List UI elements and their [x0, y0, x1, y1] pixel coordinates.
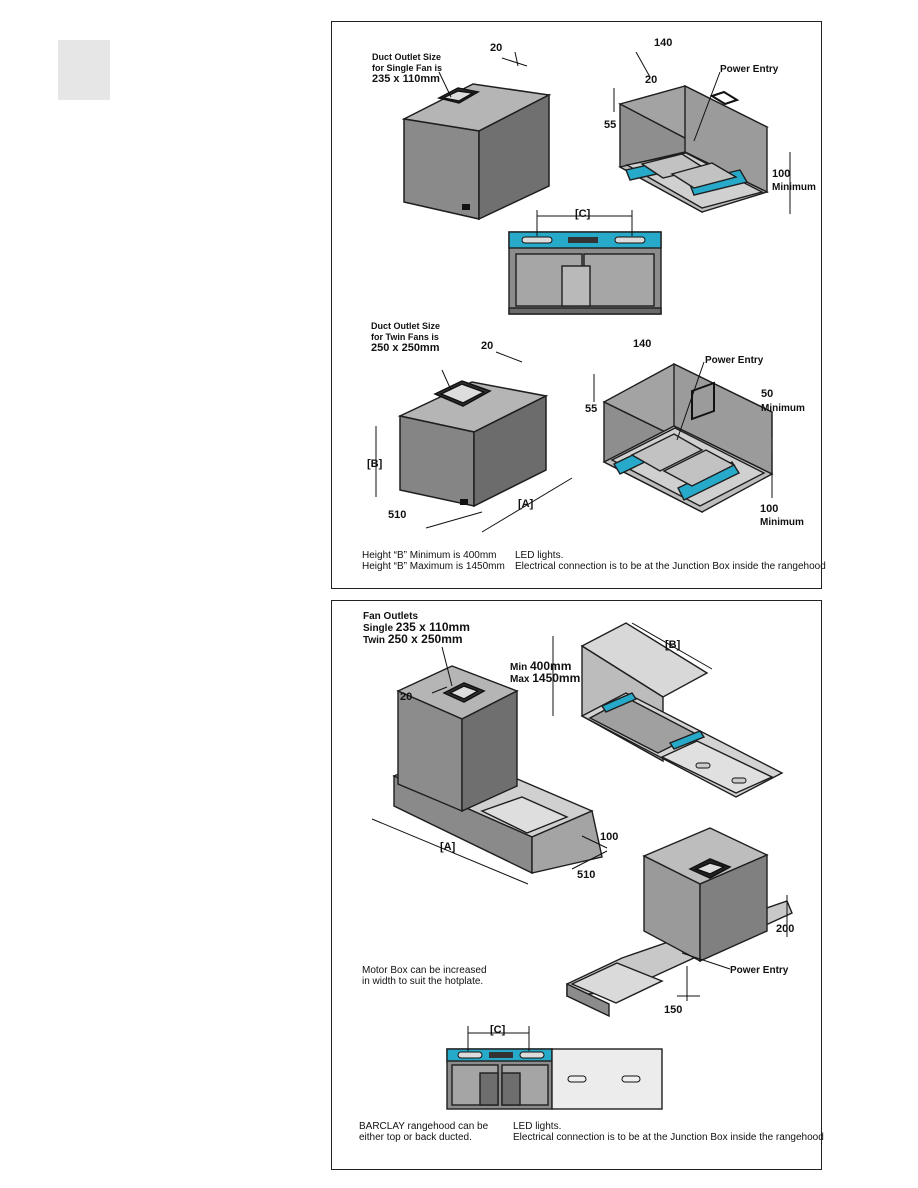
minimum-label-single: Minimum	[772, 182, 816, 193]
panel-1-drawing	[375, 51, 791, 533]
barclay-top-ducted-unit	[392, 665, 603, 875]
installation-diagram-panel-1: Duct Outlet Size for Single Fan is 235 x…	[331, 21, 826, 589]
dim-20-top: 20	[400, 691, 413, 703]
dim-b-back: [B]	[665, 639, 681, 651]
single-duct-outlet	[436, 87, 481, 104]
junction-label-icon	[462, 204, 470, 210]
single-fan-front-view	[508, 231, 662, 315]
power-entry-cutout-icon	[709, 90, 740, 106]
dim-20-twin: 20	[481, 340, 494, 352]
power-entry-label-single: Power Entry	[720, 64, 779, 75]
dim-510-twin: 510	[388, 509, 407, 521]
led-electrical-note-2: LED lights. Electrical connection is to …	[513, 1121, 824, 1143]
dim-55-twin: 55	[585, 403, 598, 415]
dim-510-top: 510	[577, 869, 596, 881]
dim-150-side: 150	[664, 1004, 683, 1016]
installation-diagram-panel-2: Fan Outlets Single 235 x 110mm Twin 250 …	[331, 600, 824, 1170]
duct-outlet-twin-label: Duct Outlet Size for Twin Fans is 250 x …	[371, 321, 441, 354]
top-fan-outlet	[442, 682, 486, 703]
dim-b-twin: [B]	[367, 458, 383, 470]
single-fan-hood-underside	[618, 84, 769, 214]
dim-100-twin: 100	[760, 503, 779, 515]
dim-100-top: 100	[600, 831, 619, 843]
single-fan-motor-box	[401, 83, 552, 221]
panel-2-drawing	[371, 622, 793, 1110]
power-entry-label-side: Power Entry	[730, 965, 789, 976]
dim-140-twin: 140	[633, 338, 652, 350]
barclay-duct-note: BARCLAY rangehood can be either top or b…	[359, 1121, 489, 1143]
minimum-label-100: Minimum	[760, 517, 804, 528]
duct-outlet-single-label: Duct Outlet Size for Single Fan is 235 x…	[372, 52, 443, 85]
twin-duct-outlet	[433, 380, 492, 407]
dim-a-top: [A]	[440, 841, 456, 853]
barclay-back-ducted-underside	[580, 622, 784, 798]
dim-55-single: 55	[604, 119, 617, 131]
power-entry-label-twin: Power Entry	[705, 355, 764, 366]
dim-100-single: 100	[772, 168, 791, 180]
dim-140-single: 140	[654, 37, 673, 49]
led-electrical-note: LED lights. Electrical connection is to …	[515, 550, 826, 572]
control-panel-icon	[568, 237, 598, 243]
motor-box-note: Motor Box can be increased in width to s…	[362, 965, 487, 987]
height-note: Height “B” Minimum is 400mm Height “B” M…	[362, 550, 505, 572]
min-max-height-label: Min 400mm Max 1450mm	[510, 659, 581, 685]
dim-a-twin: [A]	[518, 498, 534, 510]
dim-c-front: [C]	[490, 1024, 506, 1036]
dim-20-hood: 20	[645, 74, 658, 86]
led-light-right-icon	[614, 236, 646, 244]
power-entry-cutout-twin-icon	[691, 381, 715, 421]
twin-fan-motor-box	[397, 381, 549, 508]
side-fan-outlet	[688, 858, 732, 879]
fan-outlets-label: Fan Outlets Single 235 x 110mm Twin 250 …	[363, 611, 470, 646]
led-light-left-icon	[521, 236, 553, 244]
minimum-label-50: Minimum	[761, 403, 805, 414]
twin-fan-hood-underside	[602, 362, 774, 514]
dim-200-side: 200	[776, 923, 795, 935]
dim-c-single: [C]	[575, 208, 591, 220]
barclay-side-unit	[566, 827, 793, 1018]
page-tab-marker	[58, 40, 110, 100]
dim-50-twin: 50	[761, 388, 774, 400]
dim-20-single: 20	[490, 42, 503, 54]
